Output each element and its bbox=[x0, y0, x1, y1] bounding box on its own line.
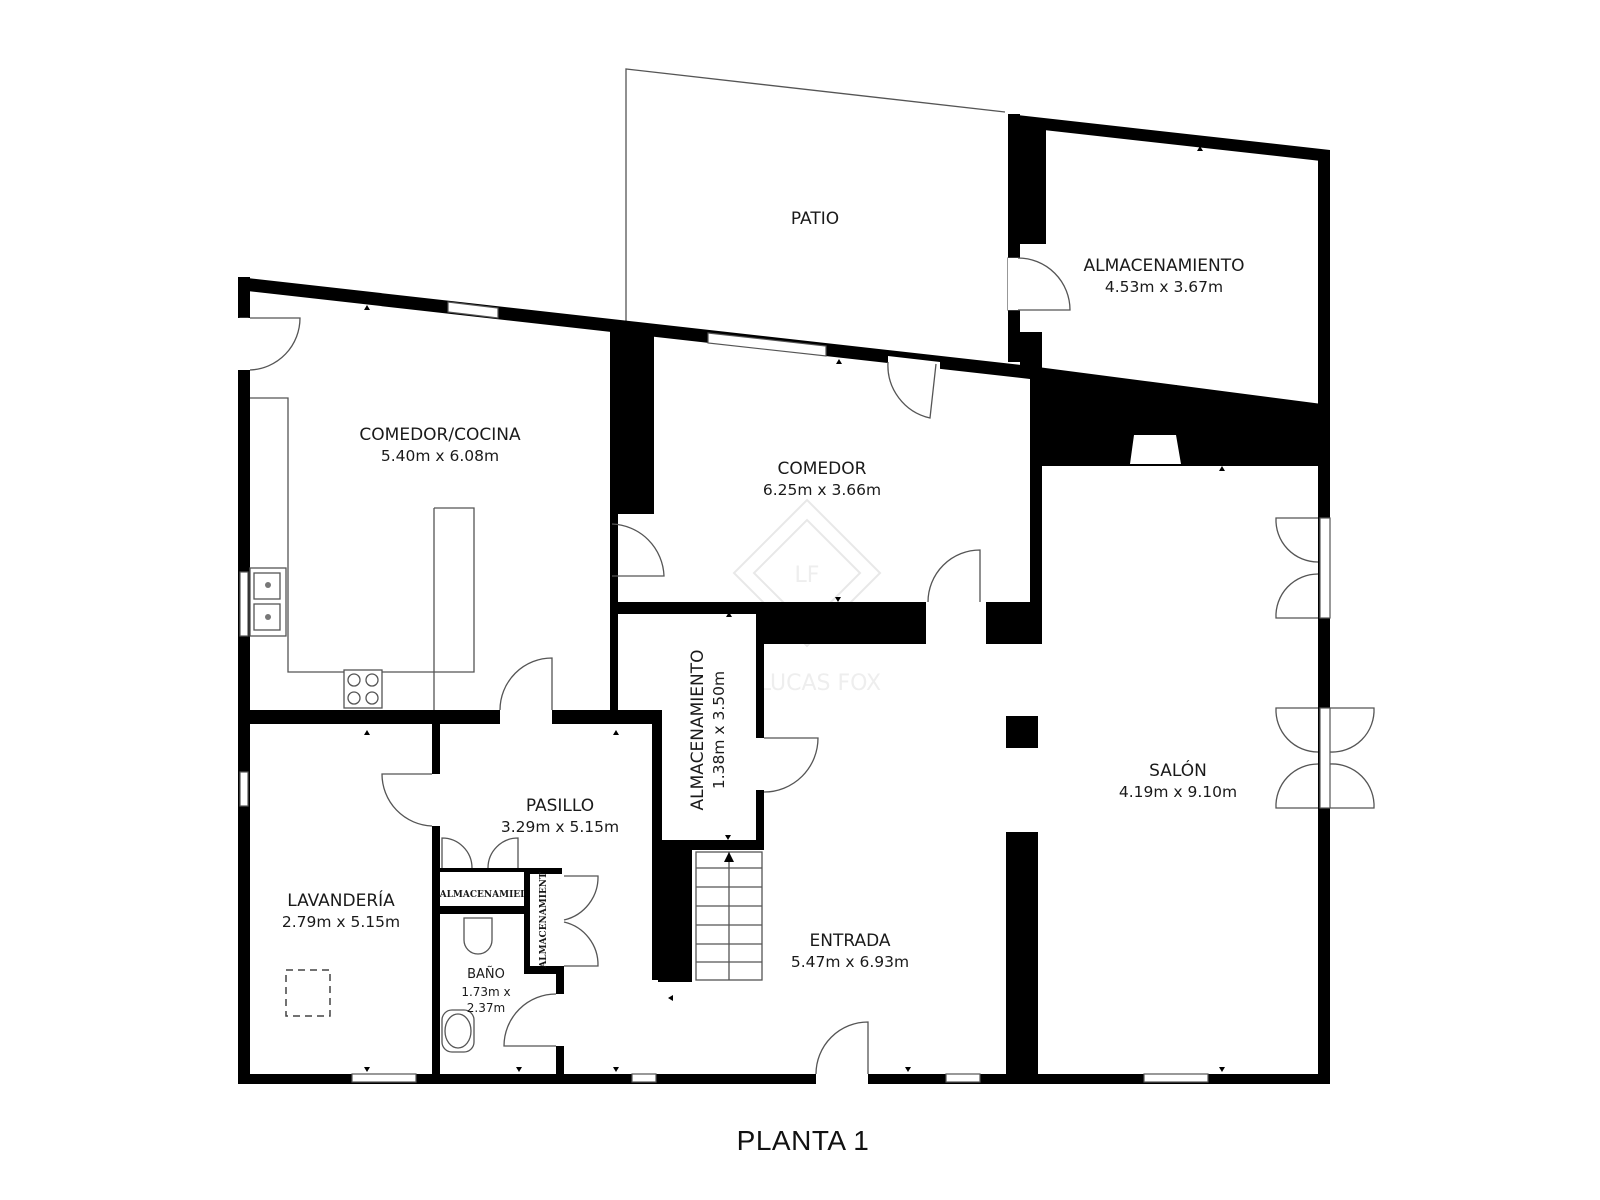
patio-outline bbox=[625, 68, 1006, 328]
svg-text:2.79m x 5.15m: 2.79m x 5.15m bbox=[282, 913, 400, 931]
svg-text:COMEDOR: COMEDOR bbox=[778, 459, 867, 479]
closet-vertical: ALMACENAMIENT bbox=[539, 872, 549, 969]
room-pasillo: PASILLO 3.29m x 5.15m bbox=[501, 796, 619, 836]
laundry-appliance-outline bbox=[285, 969, 331, 1017]
svg-text:ALMACENAMIENT: ALMACENAMIENT bbox=[539, 872, 549, 969]
svg-text:PATIO: PATIO bbox=[791, 209, 839, 229]
closet-horizontal: ALMACENAMIEI bbox=[439, 890, 525, 900]
room-lavanderia: LAVANDERÍA 2.79m x 5.15m bbox=[282, 889, 400, 931]
svg-text:4.53m x 3.67m: 4.53m x 3.67m bbox=[1105, 278, 1223, 296]
room-almacenamiento-top: ALMACENAMIENTO 4.53m x 3.67m bbox=[1084, 256, 1245, 296]
stair-arrow-icon bbox=[724, 852, 734, 862]
svg-text:3.29m x 5.15m: 3.29m x 5.15m bbox=[501, 818, 619, 836]
svg-text:ENTRADA: ENTRADA bbox=[809, 931, 890, 951]
doors bbox=[238, 257, 1375, 1084]
fireplace bbox=[1130, 435, 1181, 464]
room-bano: BAÑO 1.73m x 2.37m bbox=[461, 966, 510, 1015]
svg-text:1.73m x: 1.73m x bbox=[461, 985, 510, 999]
svg-text:6.25m x 3.66m: 6.25m x 3.66m bbox=[763, 481, 881, 499]
room-salon: SALÓN 4.19m x 9.10m bbox=[1119, 759, 1237, 801]
room-comedor-cocina: COMEDOR/COCINA 5.40m x 6.08m bbox=[359, 425, 521, 465]
floor-title: PLANTA 1 bbox=[737, 1125, 870, 1156]
svg-text:5.40m x 6.08m: 5.40m x 6.08m bbox=[381, 447, 499, 465]
svg-text:5.47m x 6.93m: 5.47m x 6.93m bbox=[791, 953, 909, 971]
svg-text:ALMACENAMIENTO: ALMACENAMIENTO bbox=[1084, 256, 1245, 276]
watermark-logo: LF LUCAS FOX bbox=[732, 498, 882, 696]
staircase bbox=[695, 851, 763, 981]
svg-text:BAÑO: BAÑO bbox=[467, 966, 505, 982]
svg-text:4.19m x 9.10m: 4.19m x 9.10m bbox=[1119, 783, 1237, 801]
svg-text:PASILLO: PASILLO bbox=[526, 796, 594, 816]
svg-text:1.38m x 3.50m: 1.38m x 3.50m bbox=[710, 671, 728, 789]
room-entrada: ENTRADA 5.47m x 6.93m bbox=[791, 931, 909, 971]
svg-text:ALMACENAMIEI: ALMACENAMIEI bbox=[439, 890, 525, 900]
kitchen-fixtures bbox=[249, 397, 475, 710]
measurement-markers bbox=[364, 146, 1225, 1072]
svg-text:ALMACENAMIENTO: ALMACENAMIENTO bbox=[688, 650, 708, 811]
svg-text:LF: LF bbox=[795, 563, 820, 588]
room-patio: PATIO bbox=[791, 209, 839, 229]
windows bbox=[239, 257, 1331, 1083]
room-comedor: COMEDOR 6.25m x 3.66m bbox=[763, 459, 881, 499]
svg-text:2.37m: 2.37m bbox=[467, 1001, 505, 1015]
room-almacenamiento-mid: ALMACENAMIENTO 1.38m x 3.50m bbox=[688, 650, 728, 811]
svg-text:LUCAS FOX: LUCAS FOX bbox=[759, 671, 881, 696]
bathroom-fixtures bbox=[441, 917, 493, 1053]
svg-text:COMEDOR/COCINA: COMEDOR/COCINA bbox=[359, 425, 521, 445]
svg-text:LAVANDERÍA: LAVANDERÍA bbox=[287, 889, 395, 911]
svg-text:SALÓN: SALÓN bbox=[1149, 759, 1207, 781]
